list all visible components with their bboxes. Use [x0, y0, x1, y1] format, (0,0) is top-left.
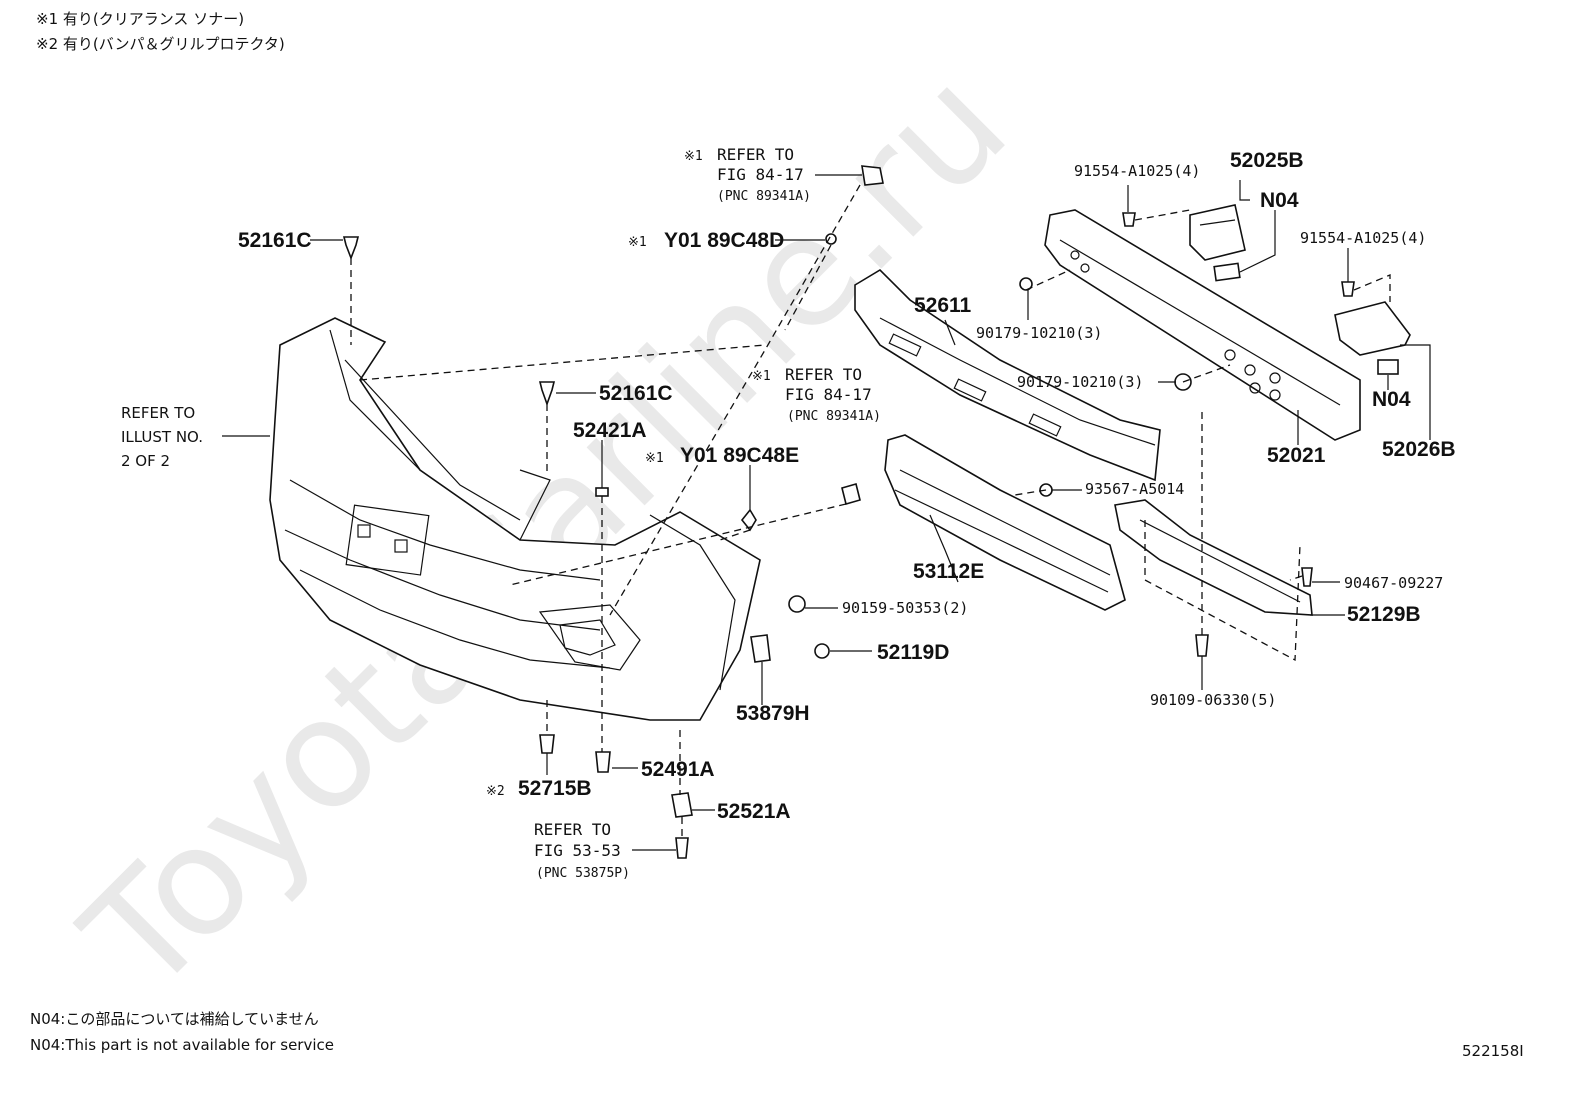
bumper-cover[interactable]: [269, 317, 761, 721]
refer-sonar-a-line3: (PNC 89341A): [717, 189, 811, 204]
refer-sonar-a-mark: ※1: [684, 149, 703, 164]
refer-fig53-line3: (PNC 53875P): [536, 866, 630, 881]
top-note-1: ※1 有り(クリアランス ソナー): [36, 10, 244, 28]
refer-illust-line2: ILLUST NO.: [121, 428, 203, 446]
refer-sonar-a[interactable]: ※1 REFER TO FIG 84-17 (PNC 89341A): [684, 145, 811, 204]
label-n04-a[interactable]: N04: [1260, 189, 1299, 212]
bracket-left[interactable]: [1334, 301, 1411, 375]
refer-illust[interactable]: REFER TO ILLUST NO. 2 OF 2: [121, 404, 203, 470]
y01-89c48e-mark: ※1: [645, 451, 664, 466]
label-52715B[interactable]: 52715B: [518, 777, 592, 800]
label-93567[interactable]: 93567-A5014: [1085, 480, 1184, 498]
lower-grille[interactable]: [884, 434, 1126, 611]
label-53879H[interactable]: 53879H: [736, 702, 810, 725]
refer-sonar-b-line3: (PNC 89341A): [787, 409, 881, 424]
refer-sonar-b-line1: REFER TO: [785, 365, 862, 384]
bumper-reinforcement[interactable]: [1044, 209, 1361, 441]
refer-sonar-a-line1: REFER TO: [717, 145, 794, 164]
bumper-energy-absorber[interactable]: [854, 268, 1161, 482]
label-90109[interactable]: 90109-06330(5): [1150, 691, 1276, 709]
label-90179-a[interactable]: 90179-10210(3): [976, 324, 1102, 342]
refer-illust-line3: 2 OF 2: [121, 452, 170, 470]
illustration-id: 522158I: [1462, 1042, 1524, 1060]
refer-sonar-b-mark: ※1: [752, 369, 771, 384]
bottom-note-jp: N04:この部品については補給していません: [30, 1010, 319, 1028]
top-note-2: ※2 有り(バンパ＆グリルプロテクタ): [36, 35, 285, 53]
label-52161C-b[interactable]: 52161C: [599, 382, 673, 405]
label-90159[interactable]: 90159-50353(2): [842, 599, 968, 617]
refer-sonar-b-line2: FIG 84-17: [785, 385, 872, 404]
bracket-right[interactable]: [1189, 204, 1246, 282]
label-91554-a[interactable]: 91554-A1025(4): [1074, 162, 1200, 180]
label-y01-89c48e[interactable]: Y01 89C48E: [680, 444, 799, 467]
label-53112E[interactable]: 53112E: [913, 560, 984, 583]
label-y01-89c48d[interactable]: Y01 89C48D: [664, 229, 784, 252]
52715b-mark: ※2: [486, 784, 505, 799]
label-91554-b[interactable]: 91554-A1025(4): [1300, 229, 1426, 247]
label-52161C-a[interactable]: 52161C: [238, 229, 312, 252]
label-n04-b[interactable]: N04: [1372, 388, 1411, 411]
label-52025B[interactable]: 52025B: [1230, 149, 1304, 172]
label-52521A[interactable]: 52521A: [717, 800, 791, 823]
label-52026B[interactable]: 52026B: [1382, 438, 1456, 461]
label-52021[interactable]: 52021: [1267, 444, 1326, 467]
bottom-note-en: N04:This part is not available for servi…: [30, 1036, 334, 1054]
y01-89c48d-mark: ※1: [628, 235, 647, 250]
refer-fig53-line2: FIG 53-53: [534, 841, 621, 860]
refer-fig53[interactable]: REFER TO FIG 53-53 (PNC 53875P): [534, 820, 630, 881]
refer-fig53-line1: REFER TO: [534, 820, 611, 839]
label-90179-b[interactable]: 90179-10210(3): [1017, 373, 1143, 391]
installation-lines: [350, 184, 1391, 838]
refer-sonar-a-line2: FIG 84-17: [717, 165, 804, 184]
label-52491A[interactable]: 52491A: [641, 758, 715, 781]
leader-lines: [222, 174, 1431, 851]
label-52611[interactable]: 52611: [914, 294, 972, 317]
label-52129B[interactable]: 52129B: [1347, 603, 1421, 626]
label-90467[interactable]: 90467-09227: [1344, 574, 1443, 592]
refer-illust-line1: REFER TO: [121, 404, 195, 422]
label-52421A[interactable]: 52421A: [573, 419, 647, 442]
label-52119D[interactable]: 52119D: [877, 641, 949, 664]
refer-sonar-b[interactable]: ※1 REFER TO FIG 84-17 (PNC 89341A): [752, 365, 881, 424]
part-labels: 52161C 52161C 52421A ※1 Y01 89C48D ※1 Y0…: [238, 149, 1456, 823]
